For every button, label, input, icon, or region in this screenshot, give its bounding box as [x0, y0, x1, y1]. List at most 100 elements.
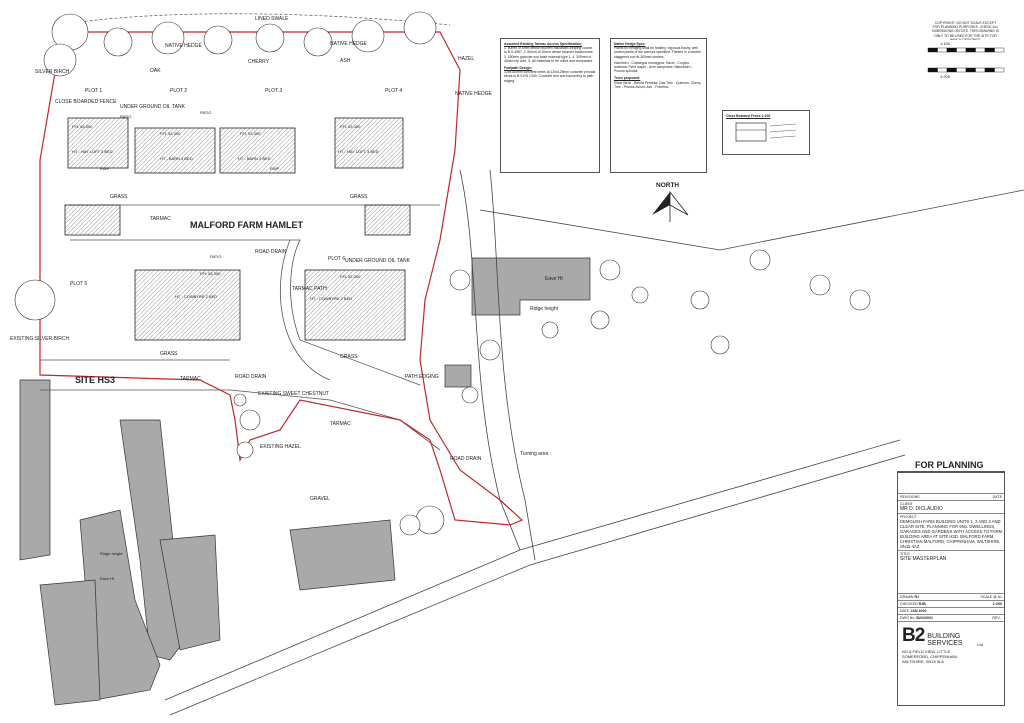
- scale-label: SCALE @ A1: [980, 595, 1002, 599]
- scale-bar-segment: [965, 47, 976, 53]
- drawn-label: DRAWN: [900, 595, 914, 599]
- plot-6-ffl: FFL 53.300: [340, 274, 361, 279]
- grass-label-4: GRASS: [350, 194, 368, 200]
- dwg-value: B22/20/01: [916, 616, 933, 620]
- oak-label: OAK: [150, 68, 161, 74]
- tree-canopy: [809, 274, 831, 296]
- grass-label-3: GRASS: [110, 194, 128, 200]
- drawn-value: RJ: [914, 595, 920, 599]
- scale-bar-segment: [975, 47, 986, 53]
- scale-value: 1:200: [992, 602, 1002, 606]
- plot-3-label: PLOT 3: [265, 88, 282, 94]
- scale-bars: [927, 47, 1005, 73]
- client-label: CLIENT: [900, 502, 913, 506]
- client-value: MR D. DICLAUDIO: [900, 506, 943, 512]
- tree-canopy: [461, 386, 479, 404]
- cherry-label: CHERRY: [248, 59, 270, 65]
- oil-tank-label: UNDER GROUND OIL TANK: [120, 104, 186, 110]
- plot-5-house: HT - COWBYRE 2 BED: [175, 294, 217, 299]
- path-edging-label: PATH EDGING: [405, 374, 439, 380]
- rev-value: -: [1000, 616, 1002, 620]
- north-label: NORTH: [656, 182, 679, 189]
- scale-bar-segment: [984, 67, 995, 73]
- hedge-title: Native Hedge Spec:: [614, 42, 646, 46]
- plot-5-label: PLOT 5: [70, 281, 87, 287]
- neighbouring-buildings: [19, 257, 591, 706]
- tarmac-spec-text: 1. 50mm of 6mm dense bitumen macadam wea…: [504, 46, 594, 63]
- road-drain-label-2: ROAD DRAIN: [235, 374, 267, 380]
- ash-label: ASH: [340, 58, 351, 64]
- turning-area-label: Turning area: [520, 451, 548, 457]
- fence-detail: Close Boarded Fence 1:100: [722, 110, 810, 155]
- native-hedge-label: NATIVE HEDGE: [330, 41, 368, 47]
- plot-6-house: HT - COWBYRE 2 BED: [310, 296, 352, 301]
- tree-canopy: [849, 289, 871, 311]
- tree-canopy: [590, 310, 610, 330]
- scale-bar-segment: [994, 67, 1005, 73]
- tree-canopy: [43, 43, 77, 77]
- rwp-label: RWP: [100, 166, 110, 171]
- site-roads: [40, 204, 441, 451]
- plot-4-house: HT - HAY LOFT 3 BED: [338, 149, 379, 154]
- tarmac-label-2: TARMAC: [180, 376, 201, 382]
- trees: [14, 11, 871, 536]
- tarmac-label: TARMAC: [150, 216, 171, 222]
- date-value: JAN 2020: [910, 609, 927, 613]
- silver-birch-label: SILVER BIRCH: [35, 69, 70, 75]
- existing-hazel-label: EXISTING HAZEL: [260, 444, 301, 450]
- eave-ht-label-2: Eave Ht: [100, 576, 115, 581]
- tree-canopy: [710, 335, 730, 355]
- tree-canopy: [631, 286, 649, 304]
- tarmac-label-3: TARMAC: [330, 421, 351, 427]
- hedge-text: Plants for hedging shall be healthy, vig…: [614, 46, 701, 59]
- rev-label: REV: [992, 616, 1000, 620]
- tree-canopy: [303, 27, 333, 57]
- lined-swale-label: LINED SWALE: [255, 16, 289, 22]
- company-logo: B2 BUILDING SERVICES Ltd NO.6 FIELD VIEW…: [898, 622, 1004, 667]
- scale-bar-segment: [956, 67, 967, 73]
- scale-bar-segment: [946, 47, 957, 53]
- plot-1-label: PLOT 1: [85, 88, 102, 94]
- hamlet-label: MALFORD FARM HAMLET: [190, 220, 303, 230]
- native-hedge-line: [59, 13, 451, 26]
- plot-3-house: HT - BARN 3 BED: [238, 156, 271, 161]
- tree-canopy: [479, 339, 501, 361]
- copyright-text: COPYRIGHT. DO NOT SCALE EXCEPT FOR PLANN…: [932, 21, 999, 40]
- grass-label-2: GRASS: [340, 354, 358, 360]
- tree-canopy: [236, 441, 254, 459]
- scale-bar-segment: [946, 67, 957, 73]
- plot-5-ffl: FFL 53.300: [200, 271, 221, 276]
- scale-bar-segment: [927, 67, 938, 73]
- fence-drawing: [735, 122, 797, 142]
- company-address: NO.6 FIELD VIEW, LITTLE SOMERFORD, CHIPP…: [902, 649, 959, 664]
- scale-bar-a-label: 1:100: [940, 41, 951, 46]
- road-drain-label-3: ROAD DRAIN: [450, 456, 482, 462]
- close-boarded-fence-label: CLOSE BOARDED FENCE: [55, 99, 117, 105]
- north-arrow: NORTH: [652, 182, 689, 222]
- planning-status: FOR PLANNING: [897, 458, 1005, 472]
- copyright-note: COPYRIGHT. DO NOT SCALE EXCEPT FOR PLANN…: [928, 18, 1003, 40]
- oil-tank-label-2: UNDER GROUND OIL TANK: [345, 258, 411, 264]
- site-hs3-label: SITE HS3: [75, 375, 115, 385]
- logo-ltd: Ltd: [977, 642, 983, 647]
- hazel-label: HAZEL: [458, 56, 474, 62]
- ridge-height-label: Ridge height: [530, 306, 559, 312]
- tree-canopy: [415, 505, 445, 535]
- scale-bar-segment: [937, 47, 948, 53]
- tree-canopy: [599, 259, 621, 281]
- native-hedge-label-2: NATIVE HEDGE: [165, 43, 203, 49]
- footpath-title: Footpath Design:: [504, 66, 532, 71]
- plot-4-label: PLOT 4: [385, 88, 402, 94]
- logo-name: BUILDING SERVICES: [927, 633, 963, 647]
- plot-2-ffl: FFL 53.300: [160, 131, 181, 136]
- checked-value: RJB: [918, 602, 926, 606]
- plot-6-label: PLOT 6: [328, 256, 345, 262]
- tree-canopy: [351, 19, 385, 53]
- revisions-label: REVISIONS: [900, 495, 920, 499]
- existing-sweet-chestnut-label: EXISTING SWEET CHESTNUT: [258, 391, 329, 397]
- tarmac-spec-note: Assumed Existing Tarmac Access Specifica…: [500, 38, 600, 173]
- tree-canopy: [151, 21, 185, 55]
- eave-ht-label: Eave Ht: [545, 276, 563, 282]
- tree-canopy: [403, 11, 437, 45]
- title-value: SITE MASTERPLAN: [900, 556, 947, 562]
